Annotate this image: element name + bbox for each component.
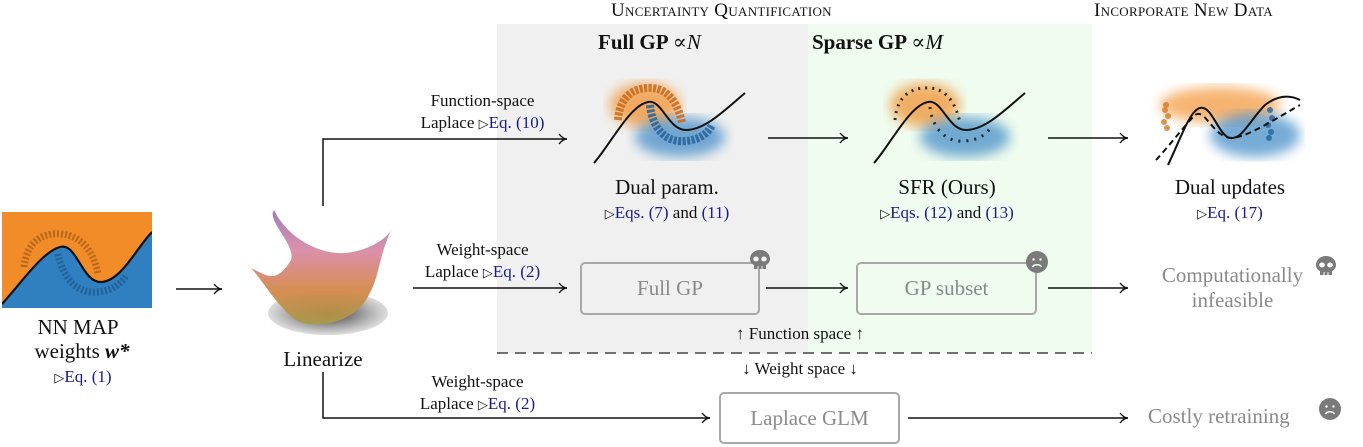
nn-map-decision-boundary-image: [2, 212, 152, 308]
computationally-infeasible-label: Computationally infeasible: [1145, 263, 1320, 313]
eq10-link[interactable]: Eq. (10): [488, 113, 545, 132]
weight-space-edge-label-mid: Weight-space Laplace ▷Eq. (2): [400, 239, 565, 284]
sparse-gp-title-text: Sparse GP: [812, 30, 906, 54]
ref-triangle-icon: ▷: [478, 116, 489, 131]
sfr-label: SFR (Ours): [898, 175, 996, 199]
edge-label-line2: Laplace ▷Eq. (2): [395, 393, 560, 416]
eq2-link[interactable]: Eq. (2): [492, 262, 541, 281]
eq1-link[interactable]: Eq. (1): [64, 367, 112, 386]
weights-text: weights: [34, 339, 100, 363]
dual-param-label: Dual param.: [615, 175, 719, 199]
eq17-link[interactable]: Eq. (17): [1207, 203, 1263, 222]
edge-label-line2: Laplace ▷Eq. (10): [400, 112, 565, 135]
gp-subset-box[interactable]: GP subset: [856, 262, 1037, 315]
weights-symbol: w*: [105, 339, 130, 363]
skull-icon: [750, 250, 770, 269]
edge-label-line1: Weight-space: [431, 372, 524, 391]
and-text: and: [956, 203, 982, 222]
and-text: and: [672, 203, 698, 222]
edge-label-line1: Weight-space: [436, 240, 529, 259]
ref-triangle-icon: ▷: [604, 206, 615, 221]
arrow-weight-space-laplace-bottom: [322, 372, 711, 424]
full-gp-box-label: Full GP: [637, 276, 703, 300]
new-orange-points: [1161, 102, 1171, 131]
ref-triangle-icon: ▷: [477, 397, 488, 412]
dual-updates-label: Dual updates: [1174, 175, 1286, 199]
sfr-refs: ▷Eqs. (12) and (13): [852, 202, 1042, 225]
incorporate-new-data-header: Incorporate New Data: [1094, 0, 1273, 21]
full-gp-title-text: Full GP: [598, 30, 668, 54]
costly-retraining-label: Costly retraining: [1148, 404, 1290, 428]
eq2-link-bottom[interactable]: Eq. (2): [487, 394, 536, 413]
nn-map-ref: ▷Eq. (1): [30, 366, 136, 389]
sparse-gp-scaling: ∝M: [911, 30, 943, 54]
frown-icon: [1319, 398, 1341, 420]
loss-landscape-bowl-image: [251, 210, 391, 335]
edge-label-laplace: Laplace: [424, 262, 479, 281]
eq7-link[interactable]: Eqs. (7): [614, 203, 669, 222]
weight-space-divider-label: ↓ Weight space ↓: [742, 359, 858, 378]
function-space-divider-label: ↑ Function space ↑: [736, 324, 864, 343]
sparse-gp-panel: [808, 24, 1092, 353]
function-space-edge-label: Function-space Laplace ▷Eq. (10): [400, 90, 565, 135]
uncertainty-quantification-header: Uncertainty Quantification: [611, 0, 832, 21]
gp-subset-box-label: GP subset: [904, 276, 989, 300]
infeasible-line1: Computationally: [1161, 263, 1304, 287]
full-gp-scaling: ∝N: [672, 30, 701, 54]
ref-triangle-icon: ▷: [880, 206, 891, 221]
laplace-glm-box[interactable]: Laplace GLM: [719, 392, 900, 444]
edge-label-laplace: Laplace: [420, 113, 475, 132]
sfr-image: [873, 83, 1026, 164]
ref-triangle-icon: ▷: [54, 370, 65, 385]
laplace-glm-box-label: Laplace GLM: [750, 405, 869, 430]
sparse-gp-title: Sparse GP ∝M: [812, 30, 943, 55]
linearize-label: Linearize: [283, 347, 363, 371]
new-blue-points: [1265, 107, 1275, 141]
dual-updates-image: [1155, 87, 1301, 166]
arrow-function-space-laplace: [322, 133, 568, 206]
eq12-link[interactable]: Eqs. (12): [890, 203, 953, 222]
dual-param-refs: ▷Eqs. (7) and (11): [577, 202, 757, 225]
nn-map-weights-label: weights w*: [12, 339, 152, 364]
weight-space-edge-label-bottom: Weight-space Laplace ▷Eq. (2): [395, 371, 560, 416]
full-gp-title: Full GP ∝N: [598, 30, 701, 55]
eq11-link[interactable]: (11): [701, 203, 730, 222]
nn-map-label: NN MAP: [37, 315, 119, 339]
infeasible-line2: infeasible: [1191, 288, 1274, 312]
ref-triangle-icon: ▷: [482, 265, 493, 280]
full-gp-box[interactable]: Full GP: [580, 262, 760, 315]
full-gp-panel: [497, 24, 808, 353]
frown-icon: [1026, 251, 1048, 273]
edge-label-laplace: Laplace: [419, 394, 474, 413]
eq13-link[interactable]: (13): [985, 203, 1014, 222]
ref-triangle-icon: ▷: [1197, 206, 1208, 221]
edge-label-line2: Laplace ▷Eq. (2): [400, 261, 565, 284]
edge-label-line1: Function-space: [430, 91, 535, 110]
skull-icon: [1316, 256, 1336, 275]
dual-param-image: [593, 83, 746, 164]
dual-updates-ref: ▷Eq. (17): [1175, 202, 1285, 225]
